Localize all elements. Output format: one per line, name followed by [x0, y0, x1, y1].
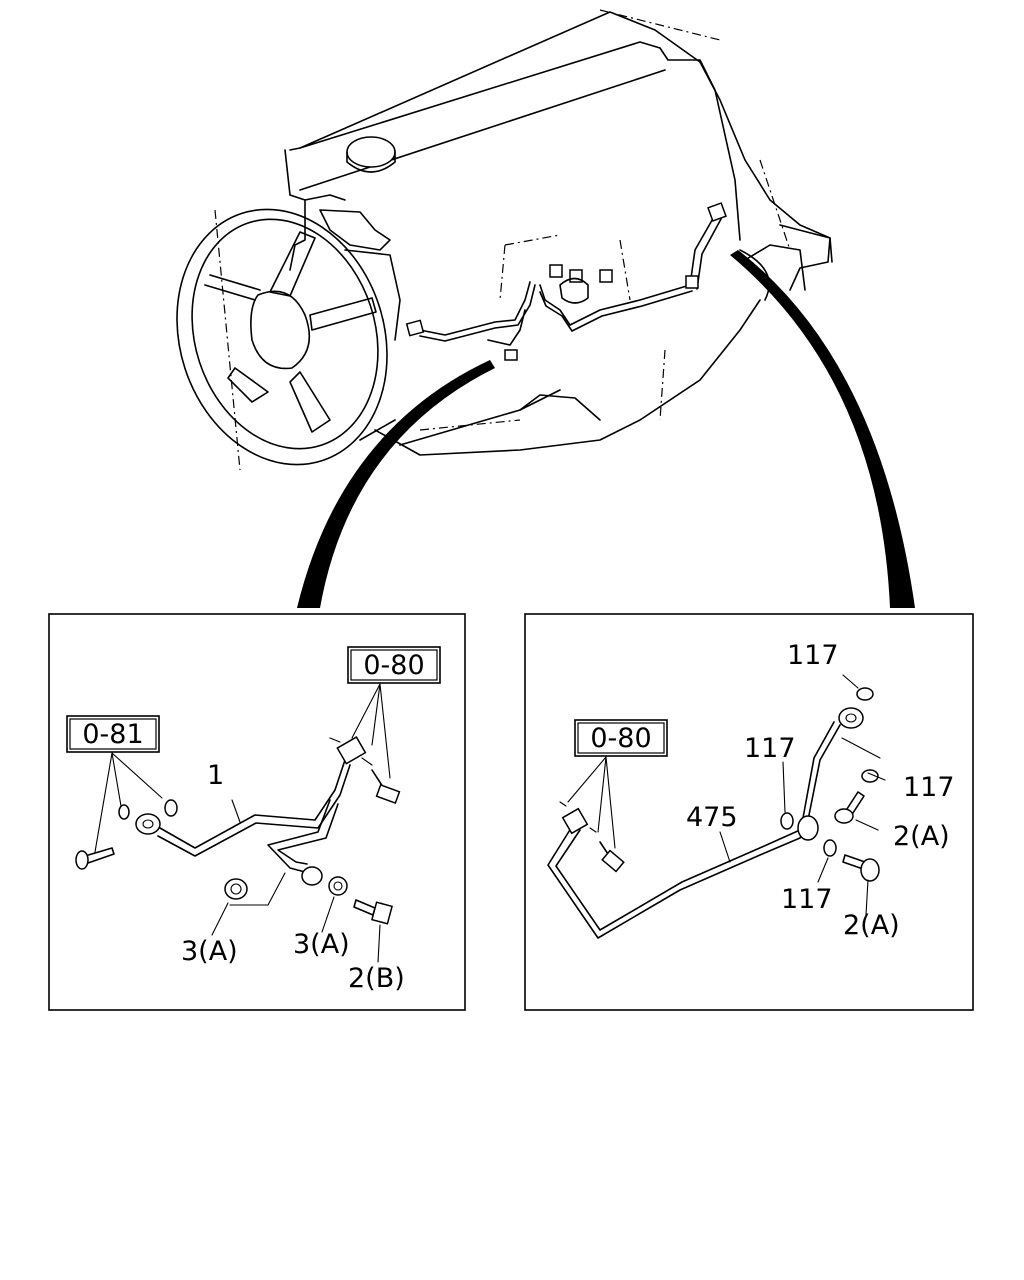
- bolt[interactable]: [371, 769, 401, 805]
- eye-bolt: [797, 815, 819, 841]
- washer[interactable]: [164, 799, 178, 817]
- washer[interactable]: [856, 687, 874, 701]
- callout-washer: 3(A): [181, 936, 238, 967]
- oil-pipe-assembly[interactable]: [547, 707, 864, 939]
- callout-gasket: 117: [903, 772, 955, 803]
- fan-icon: [176, 208, 388, 471]
- bolt[interactable]: [353, 899, 393, 925]
- right-detail-panel: [524, 613, 974, 1011]
- washer[interactable]: [118, 804, 130, 820]
- washer[interactable]: [780, 812, 794, 830]
- left-ref-box-080[interactable]: 0-80: [347, 646, 441, 684]
- washer[interactable]: [861, 769, 879, 783]
- washer[interactable]: [823, 839, 837, 857]
- callout-gasket: 117: [787, 640, 839, 671]
- zoom-leader-left: [297, 360, 495, 608]
- callout-bolt: 2(A): [843, 910, 900, 941]
- ref-label: 0-80: [363, 650, 424, 681]
- engine-illustration: [176, 9, 833, 471]
- callout-washer: 3(A): [293, 929, 350, 960]
- washer[interactable]: [328, 876, 348, 896]
- eye-bolt: [561, 807, 589, 835]
- left-ref-box-081[interactable]: 0-81: [66, 715, 160, 753]
- eye-bolt: [135, 813, 161, 835]
- callout-bolt: 2(A): [893, 821, 950, 852]
- callout-gasket: 117: [744, 733, 796, 764]
- zoom-leader-right: [730, 250, 915, 608]
- eye-bolt: [336, 736, 367, 765]
- ref-label: 0-80: [590, 723, 651, 754]
- callout-gasket: 117: [781, 884, 833, 915]
- bolt[interactable]: [842, 854, 880, 882]
- eye-bolt: [838, 707, 864, 729]
- right-ref-box-080[interactable]: 0-80: [574, 719, 668, 757]
- callout-pipe: 1: [207, 760, 224, 791]
- washer[interactable]: [224, 878, 248, 900]
- callout-bolt: 2(B): [348, 963, 405, 994]
- callout-pipe: 475: [686, 802, 738, 833]
- oil-pipe-assembly[interactable]: [135, 736, 367, 886]
- eye-bolt: [301, 866, 323, 886]
- bolt[interactable]: [75, 847, 115, 870]
- bolt[interactable]: [599, 841, 625, 873]
- ref-label: 0-81: [82, 719, 143, 750]
- bolt[interactable]: [834, 791, 865, 824]
